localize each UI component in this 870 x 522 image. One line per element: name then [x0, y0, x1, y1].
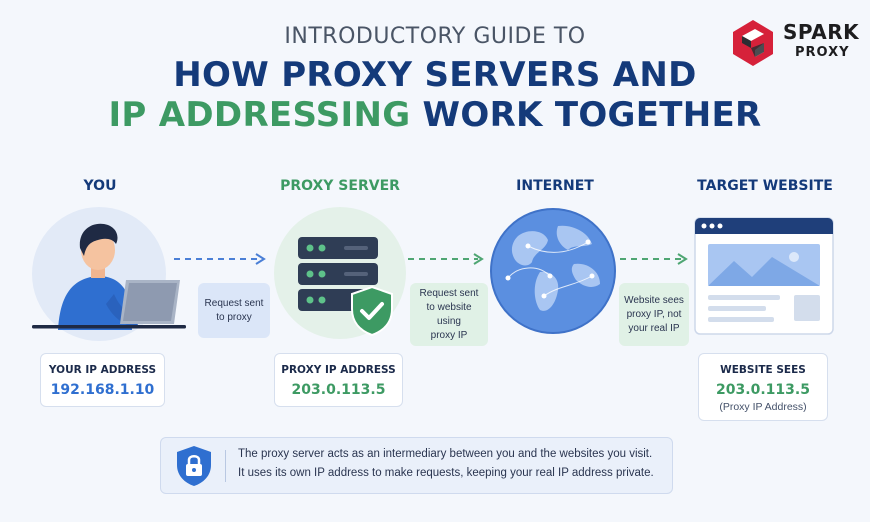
label-target-website: TARGET WEBSITE	[697, 178, 833, 194]
note-text: The proxy server acts as an intermediary…	[238, 445, 654, 483]
website-sees-note: (Proxy IP Address)	[719, 401, 807, 413]
your-ip-value: 192.168.1.10	[50, 382, 155, 398]
step-request-to-proxy: Request sent to proxy	[198, 283, 270, 338]
title-highlight: IP ADDRESSING	[108, 95, 411, 135]
privacy-note	[160, 437, 673, 494]
website-sees-label: WEBSITE SEES	[720, 364, 806, 376]
arrow-right-icon	[620, 253, 688, 265]
globe-icon	[490, 208, 616, 334]
title-line-1: HOW PROXY SERVERS AND	[173, 55, 697, 95]
label-you: YOU	[83, 178, 117, 194]
title-rest: WORK TOGETHER	[410, 95, 762, 135]
proxy-ip-box: PROXY IP ADDRESS 203.0.113.5	[274, 353, 403, 407]
step2-line1: Request sent	[419, 287, 479, 299]
proxy-ip-label: PROXY IP ADDRESS	[281, 364, 396, 376]
website-sees-value: 203.0.113.5	[716, 382, 810, 398]
arrow-right-icon	[408, 253, 484, 265]
logo-brand: SPARK	[783, 20, 860, 44]
step3-line3: your real IP	[628, 322, 680, 334]
arrow-right-icon	[174, 253, 266, 265]
lock-icon	[177, 446, 211, 486]
browser-window-icon	[694, 217, 834, 335]
step1-line1: Request sent	[204, 297, 264, 309]
logo-sub: PROXY	[795, 45, 850, 60]
your-ip-label: YOUR IP ADDRESS	[48, 364, 157, 376]
note-line2: It uses its own IP address to make reque…	[238, 467, 654, 479]
subtitle: INTRODUCTORY GUIDE TO	[284, 24, 586, 49]
your-ip-box: YOUR IP ADDRESS 192.168.1.10	[40, 353, 165, 407]
note-divider	[225, 450, 226, 482]
title-line-2: IP ADDRESSING WORK TOGETHER	[0, 95, 870, 135]
step3-line1: Website sees	[624, 294, 684, 306]
proxy-ip-value: 203.0.113.5	[291, 382, 386, 398]
step-website-sees-proxy: Website sees proxy IP, not your real IP	[619, 283, 689, 346]
spark-proxy-logo-icon	[733, 20, 773, 66]
step3-line2: proxy IP, not	[626, 308, 682, 320]
label-internet: INTERNET	[516, 178, 594, 194]
label-proxy-server: PROXY SERVER	[280, 178, 400, 194]
website-sees-box: WEBSITE SEES 203.0.113.5 (Proxy IP Addre…	[698, 353, 828, 421]
step2-line3: proxy IP	[430, 329, 468, 341]
person-laptop-icon	[32, 223, 186, 330]
shield-check-icon	[351, 285, 393, 337]
note-line1: The proxy server acts as an intermediary…	[238, 448, 653, 460]
step2-line2: to website using	[426, 301, 472, 327]
step-request-to-website: Request sent to website using proxy IP	[410, 283, 488, 346]
step1-line2: to proxy	[216, 311, 252, 323]
